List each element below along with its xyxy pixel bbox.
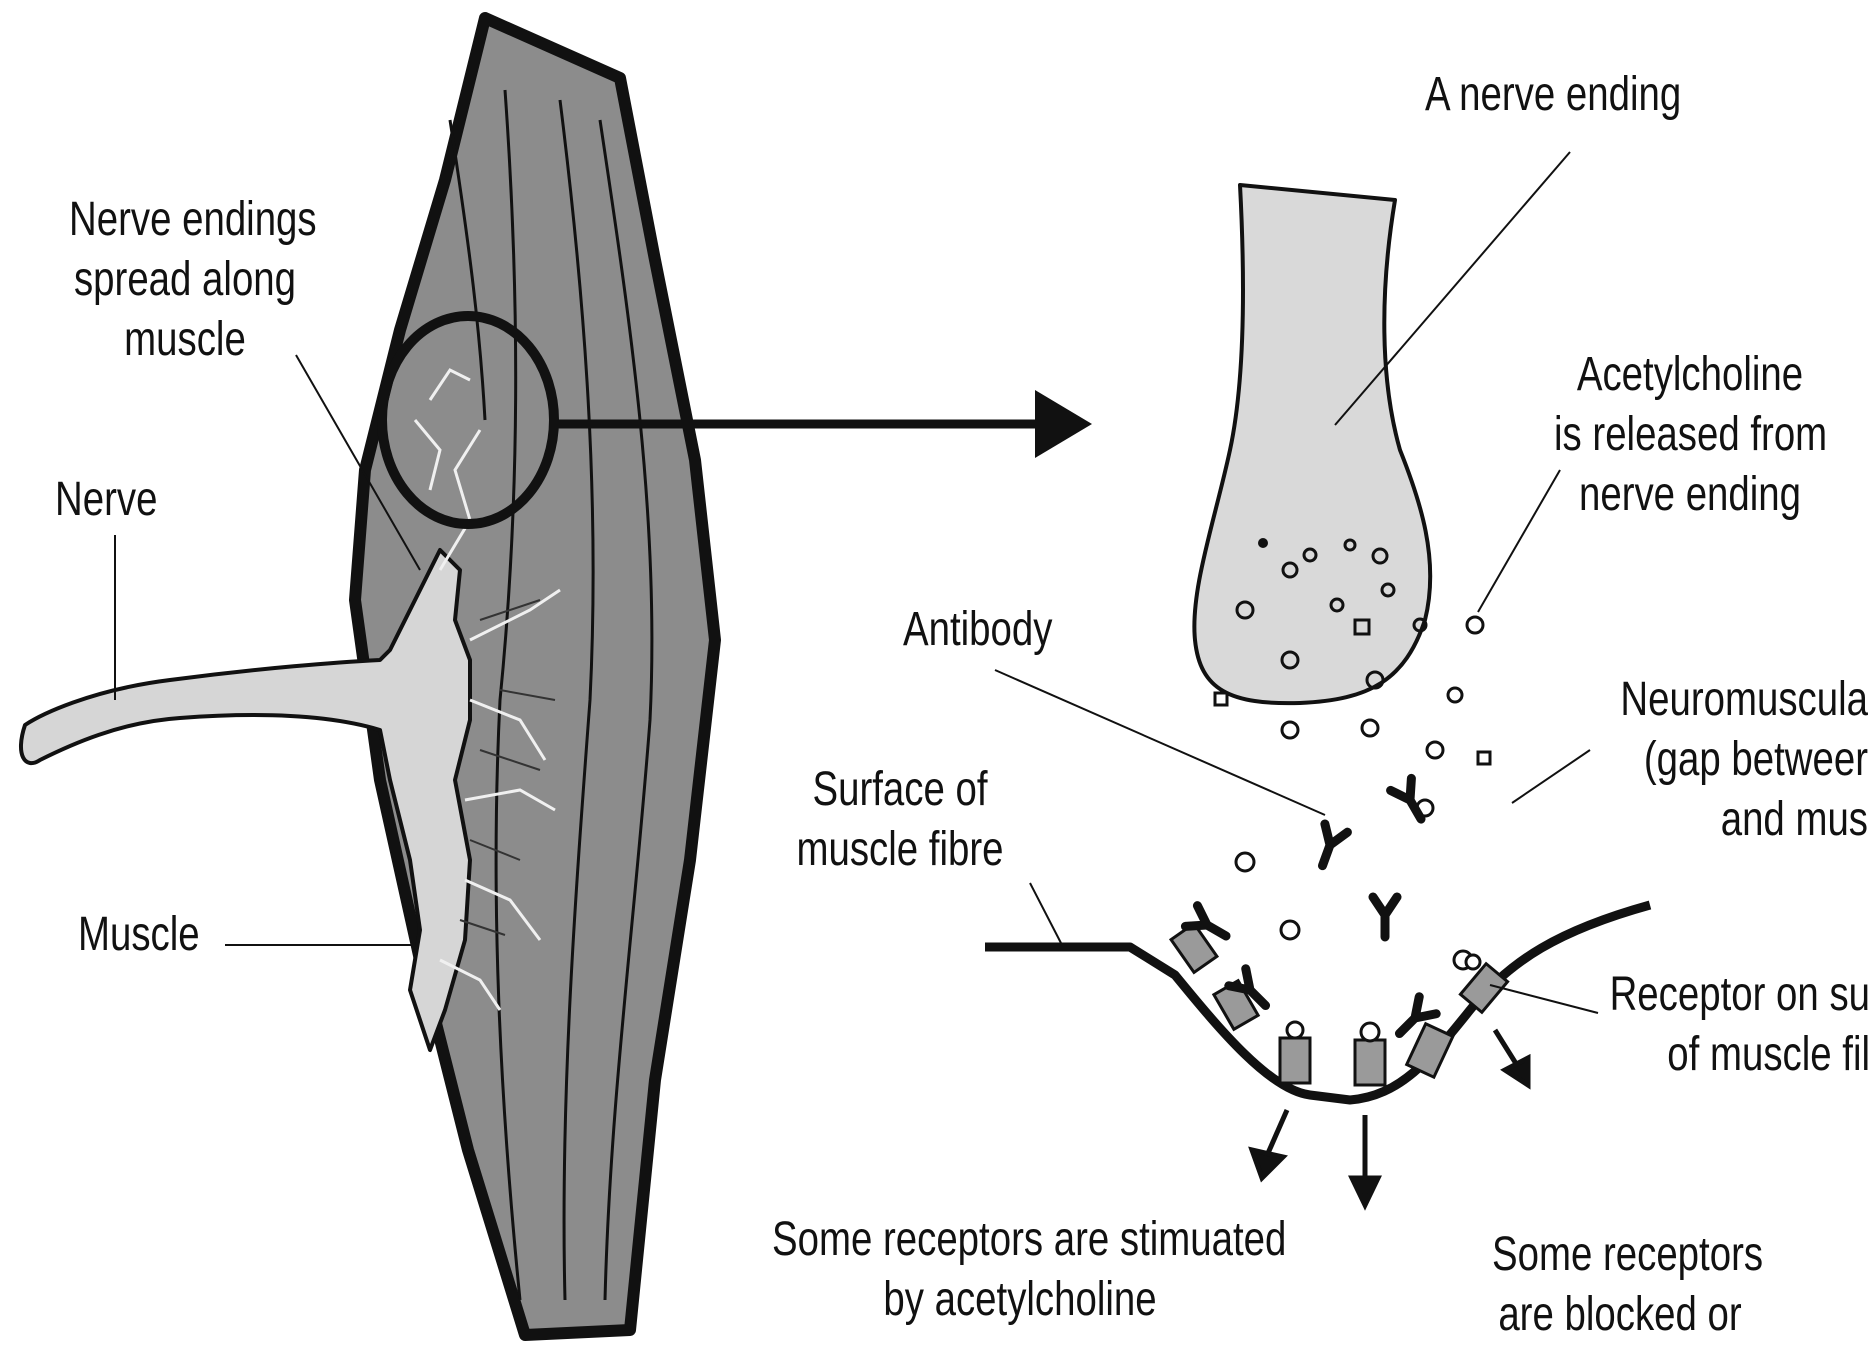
receptors: [1171, 924, 1508, 1085]
label-line: Antibody: [903, 600, 1052, 660]
label-antibody: Antibody: [903, 600, 1052, 660]
label-line: (gap betweer: [1588, 730, 1868, 790]
vesicle-dot: [1258, 538, 1268, 548]
label-some-receptors-stimulated: Some receptors are stimuated by acetylch…: [772, 1210, 1268, 1330]
leader-surface: [1030, 883, 1062, 945]
label-line: nerve ending: [1554, 465, 1826, 525]
label-line: A nerve ending: [1425, 65, 1681, 125]
label-line: Neuromuscula: [1588, 670, 1868, 730]
label-line: of muscle fil: [1590, 1025, 1870, 1085]
label-line: Surface of: [796, 760, 1004, 820]
label-nerve: Nerve: [55, 470, 157, 530]
muscle-fibre-surface: [985, 905, 1650, 1100]
leader-receptor: [1490, 985, 1598, 1013]
label-some-receptors-blocked: Some receptors are blocked or: [1492, 1225, 1748, 1345]
label-line: by acetylcholine: [772, 1270, 1268, 1330]
label-receptor-on-surface: Receptor on su of muscle fil: [1590, 965, 1870, 1085]
leader-neuromuscular: [1512, 750, 1590, 803]
label-line: Muscle: [78, 905, 200, 965]
label-surface-of-muscle-fibre: Surface of muscle fibre: [796, 760, 1004, 880]
label-line: Nerve endings: [69, 190, 301, 250]
label-a-nerve-ending: A nerve ending: [1425, 65, 1681, 125]
label-line: and mus: [1588, 790, 1868, 850]
zoom-arrow-head: [1035, 390, 1092, 458]
label-line: muscle fibre: [796, 820, 1004, 880]
label-line: Acetylcholine: [1554, 345, 1826, 405]
label-line: muscle: [69, 310, 301, 370]
label-line: Some receptors: [1492, 1225, 1748, 1285]
label-line: Some receptors are stimuated: [772, 1210, 1268, 1270]
label-line: is released from: [1554, 405, 1826, 465]
label-acetylcholine-released: Acetylcholine is released from nerve end…: [1554, 345, 1826, 525]
leader-acetylcholine: [1478, 470, 1560, 612]
label-line: Nerve: [55, 470, 157, 530]
label-line: Receptor on su: [1590, 965, 1870, 1025]
nerve-trunk: [21, 550, 470, 1050]
nerve-ending-bulb: [1194, 185, 1430, 703]
label-neuromuscular-junction: Neuromuscula (gap betweer and mus: [1588, 670, 1868, 850]
label-line: are blocked or: [1492, 1285, 1748, 1345]
label-nerve-endings-spread: Nerve endings spread along muscle: [69, 190, 301, 370]
label-line: spread along: [69, 250, 301, 310]
label-muscle: Muscle: [78, 905, 200, 965]
